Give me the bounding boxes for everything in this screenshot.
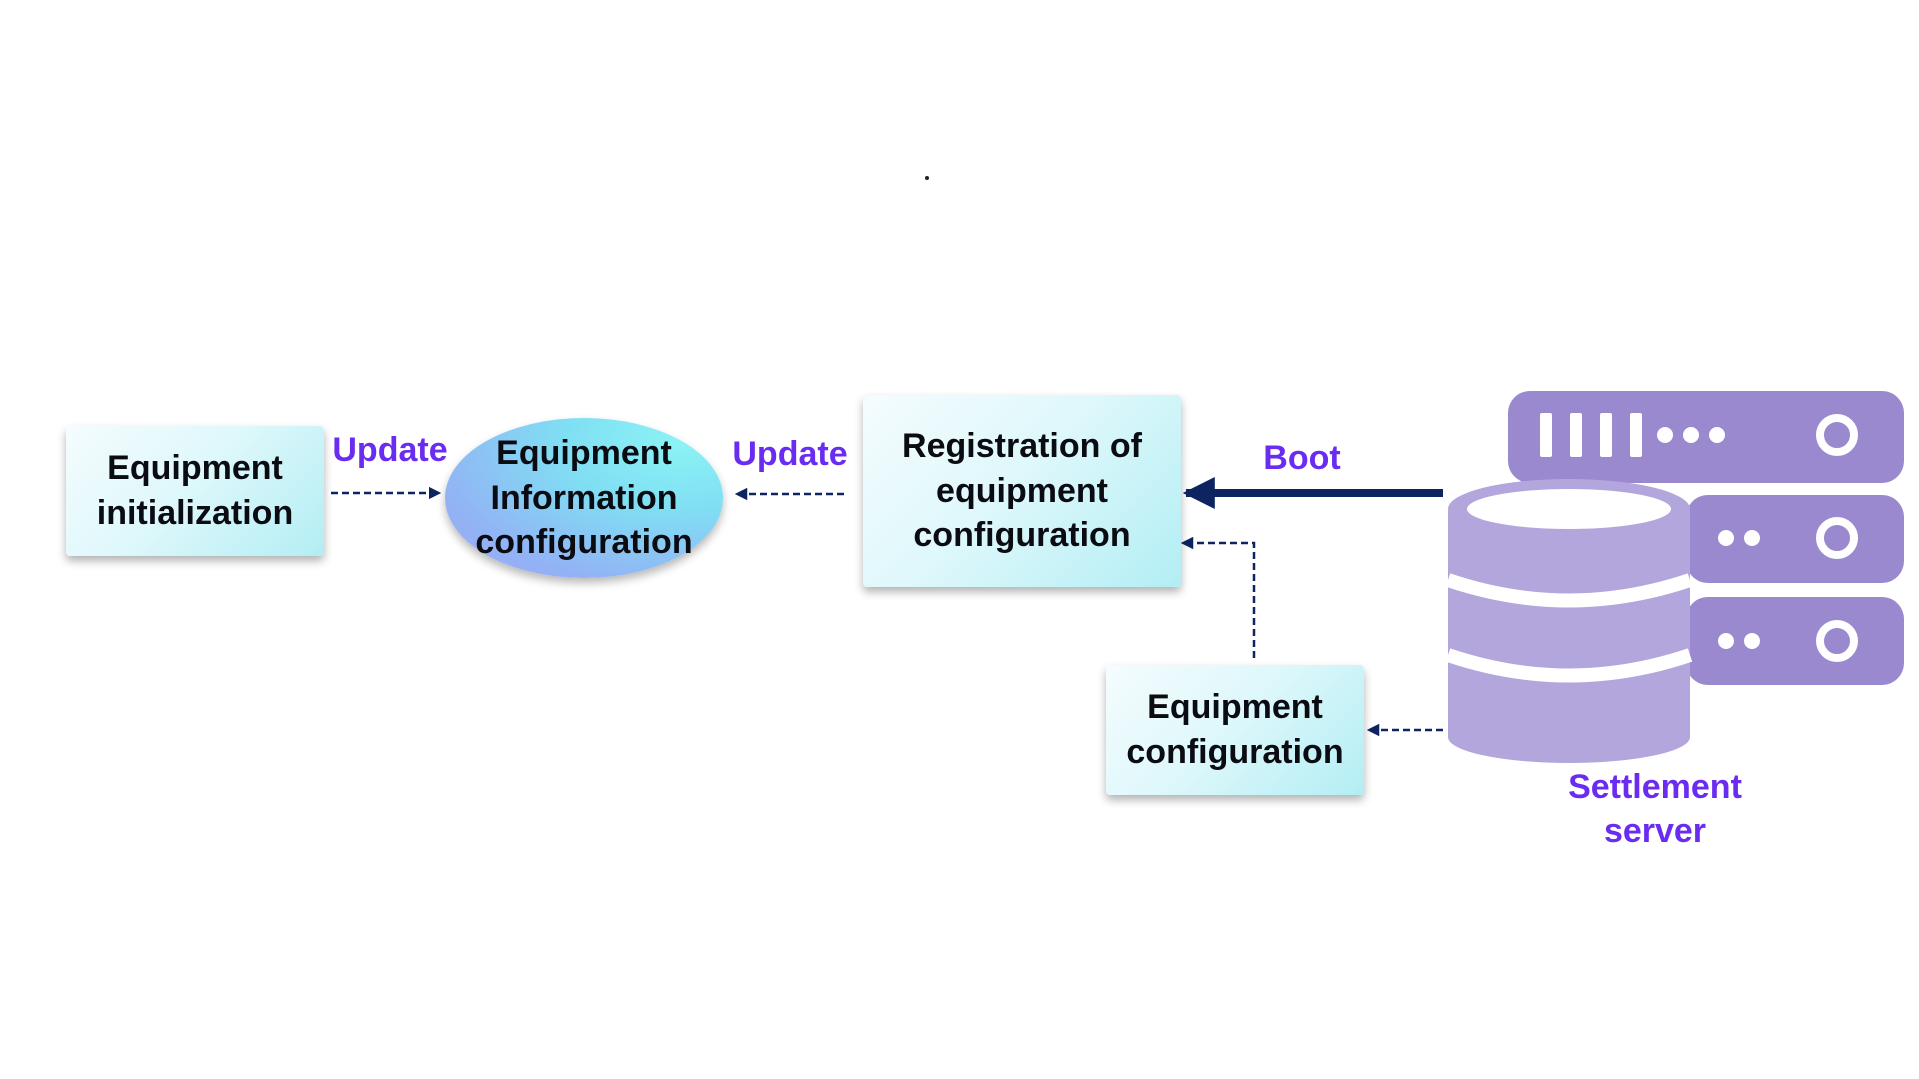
- stray-dot: [925, 176, 929, 180]
- node-equipment-information-configuration: Equipment Information configuration: [445, 418, 723, 578]
- node-equipment-initialization: Equipment initialization: [66, 426, 324, 556]
- database-server-icon: [1445, 391, 1904, 763]
- label-settlement-server: Settlement server: [1568, 768, 1742, 851]
- label-boot: Boot: [1263, 439, 1341, 477]
- node-registration-of-equipment-configuration: Registration of equipment configuration: [863, 395, 1181, 587]
- label-update-right: Update: [732, 435, 848, 473]
- label-update-left: Update: [332, 431, 448, 469]
- arrow-config-to-registration: [1180, 536, 1256, 658]
- node-equipment-configuration: Equipment configuration: [1106, 665, 1364, 795]
